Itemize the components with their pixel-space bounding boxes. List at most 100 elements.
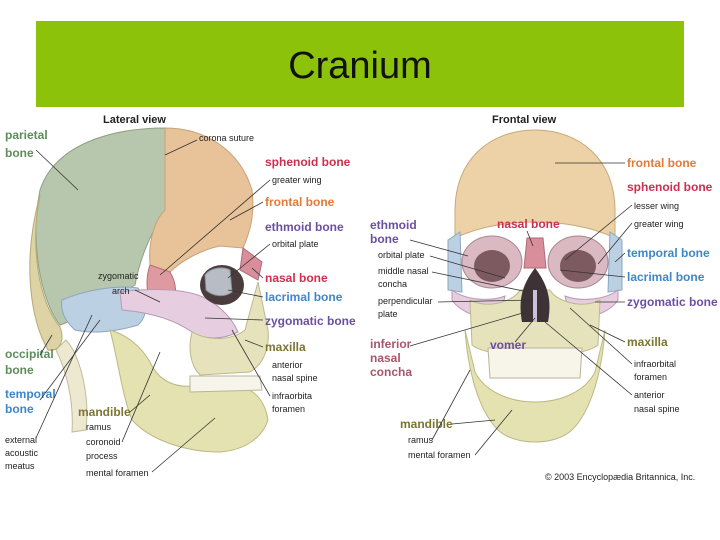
leader-frontal-middle-nasal: [431, 271, 529, 293]
leader-frontal-anterior: [544, 321, 633, 396]
frontal-label-ethmoid: ethmoid: [370, 218, 417, 232]
leader-lateral-temporal: [39, 319, 101, 401]
slide-title: Cranium: [288, 45, 432, 87]
leader-lateral-zygomatic: [204, 317, 264, 321]
lateral-label-nasal: nasal bone: [265, 271, 328, 285]
lateral-label-infraorbital-2: foramen: [272, 404, 305, 414]
frontal-label-orbital-plate: orbital plate: [378, 250, 425, 260]
leader-lateral-coronal: [164, 139, 198, 156]
lateral-label-external-2: acoustic: [5, 448, 39, 458]
leader-frontal-ramus: [431, 369, 471, 441]
leader-lateral-mental: [151, 417, 216, 473]
leader-lateral-infraorbital: [231, 329, 271, 397]
frontal-label-sphenoid: sphenoid bone: [627, 180, 713, 194]
lateral-label-external-3: meatus: [5, 461, 35, 471]
leader-lateral-mandible: [129, 394, 151, 413]
lateral-label-parietal: parietal: [5, 128, 48, 142]
leader-frontal-nasal: [526, 230, 534, 247]
lateral-label-parietal-2: bone: [5, 146, 34, 160]
leader-frontal-lacrimal: [559, 269, 626, 278]
lateral-label-maxilla: maxilla: [265, 340, 306, 354]
frontal-label-mandible: mandible: [400, 417, 453, 431]
lateral-zygomatic-bone: [119, 289, 239, 339]
lateral-label-sphenoid: sphenoid bone: [265, 155, 351, 169]
frontal-orbit-left-inner: [474, 250, 510, 282]
leader-lateral-parietal: [35, 149, 79, 191]
frontal-label-ethmoid-2: bone: [370, 232, 399, 246]
frontal-label-middle-nasal: middle nasal: [378, 266, 429, 276]
leader-frontal-vomer: [514, 317, 536, 343]
frontal-mandible: [464, 329, 606, 443]
leader-lateral-frontal: [229, 201, 264, 221]
lateral-label-zygomatic-arch-2: arch: [112, 286, 130, 296]
lateral-mandible: [109, 329, 269, 453]
lateral-label-zygomatic: zygomatic bone: [265, 314, 356, 328]
frontal-label-infraorbital-2: foramen: [634, 372, 667, 382]
lateral-frontal-bone: [149, 127, 254, 273]
frontal-nasal-bone: [523, 237, 547, 269]
copyright-text: © 2003 Encyclopædia Britannica, Inc.: [545, 472, 695, 482]
leader-lateral-external: [35, 314, 93, 439]
lateral-maxilla: [189, 281, 269, 376]
lateral-label-greater-wing: greater wing: [272, 175, 322, 185]
lateral-label-coronal-suture: corona suture: [199, 133, 254, 143]
lateral-label-anterior-nasal-2: nasal spine: [272, 373, 318, 383]
lateral-spine: [55, 339, 88, 433]
frontal-teeth: [487, 347, 583, 379]
lateral-label-coronoid: coronoid: [86, 437, 121, 447]
lateral-label-mental-foramen: mental foramen: [86, 468, 149, 478]
frontal-label-perpendicular-2: plate: [378, 309, 398, 319]
frontal-label-inferior-2: nasal: [370, 351, 401, 365]
skull-figure: Lateral view parietal bone corona suture…: [5, 114, 718, 482]
lateral-label-infraorbital: infraorbita: [272, 391, 312, 401]
lateral-label-coronoid-2: process: [86, 451, 118, 461]
leader-lateral-zyg-arch: [134, 289, 161, 303]
lateral-label-occipital: occipital: [5, 347, 54, 361]
lateral-label-occipital-2: bone: [5, 363, 34, 377]
title-bar: Cranium: [36, 21, 684, 107]
leader-frontal-orbital: [429, 255, 506, 279]
lateral-label-temporal: temporal: [5, 387, 56, 401]
frontal-label-middle-nasal-2: concha: [378, 279, 407, 289]
lateral-label-mandible: mandible: [78, 405, 131, 419]
frontal-label-zygomatic: zygomatic bone: [627, 295, 718, 309]
lateral-label-anterior-nasal: anterior: [272, 360, 303, 370]
lateral-view-title: Lateral view: [103, 114, 166, 126]
lateral-label-zygomatic-arch: zygomatic: [98, 271, 139, 281]
leader-lateral-maxilla: [244, 339, 264, 348]
lateral-label-lacrimal: lacrimal bone: [265, 290, 343, 304]
frontal-label-anterior-2: nasal spine: [634, 404, 680, 414]
frontal-label-vomer: vomer: [490, 338, 526, 352]
leader-frontal-maxilla: [589, 324, 626, 343]
leader-lateral-ethmoid: [227, 243, 271, 279]
lateral-label-frontal: frontal bone: [265, 195, 335, 209]
frontal-skull: Frontal view frontal bone sphenoid bone …: [370, 114, 718, 482]
frontal-label-greater-wing: greater wing: [634, 219, 684, 229]
leader-frontal-ethmoid: [409, 239, 469, 257]
lateral-label-orbital-plate: orbital plate: [272, 239, 319, 249]
lateral-label-ethmoid: ethmoid bone: [265, 220, 344, 234]
frontal-label-nasal: nasal bone: [497, 217, 560, 231]
leader-frontal-infraorbital: [569, 307, 633, 365]
lateral-parietal-bone: [35, 127, 166, 326]
lateral-label-external: external: [5, 435, 37, 445]
frontal-label-inferior: inferior: [370, 337, 412, 351]
leader-frontal-inferior: [409, 311, 527, 347]
lateral-teeth: [189, 375, 263, 393]
leader-lateral-nasal: [251, 267, 264, 279]
leader-frontal-lesser: [564, 204, 633, 261]
lateral-skull: Lateral view parietal bone corona suture…: [5, 114, 356, 478]
leader-frontal-mandible: [451, 419, 496, 425]
frontal-label-temporal: temporal bone: [627, 246, 710, 260]
lateral-ethmoid-bone: [204, 267, 233, 297]
frontal-label-anterior: anterior: [634, 390, 665, 400]
leader-frontal-greater: [597, 222, 633, 265]
frontal-label-infraorbital: infraorbital: [634, 359, 676, 369]
frontal-label-perpendicular: perpendicular: [378, 296, 433, 306]
frontal-view-title: Frontal view: [492, 114, 557, 126]
leader-lateral-occipital: [39, 334, 53, 356]
lateral-occipital-bone: [29, 194, 63, 351]
frontal-label-lacrimal: lacrimal bone: [627, 270, 705, 284]
frontal-label-maxilla: maxilla: [627, 335, 668, 349]
leader-frontal-mental: [474, 409, 513, 456]
